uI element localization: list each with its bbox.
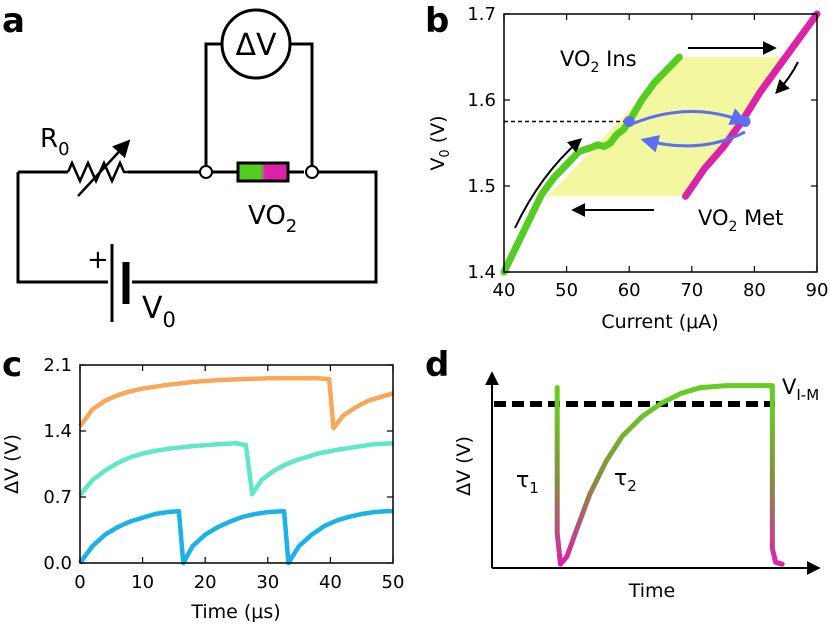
plot-frame-b <box>503 13 818 273</box>
panel-b: b VO2 Ins VO2 Met 40 50 60 70 80 90 1.4 1.5 1.6 1… <box>425 1 828 333</box>
y-tick-label-c: 2.1 <box>43 355 72 376</box>
plot-frame-c <box>79 364 394 564</box>
x-tick-label-c: 0 <box>74 572 85 593</box>
operating-point-ins <box>623 116 635 127</box>
trace-top-line <box>78 375 394 431</box>
x-tick-label-c: 50 <box>382 572 405 593</box>
axis-ticks-c: 0 10 20 30 40 50 0.0 0.7 1.4 2.1 <box>43 355 404 593</box>
x-tick-label-b: 70 <box>680 280 703 301</box>
panel-c-label: c <box>2 345 22 385</box>
battery-plus: + <box>87 245 109 275</box>
x-tick-label-b: 90 <box>806 280 829 301</box>
panel-c: c 0 10 20 30 40 50 0.0 0.7 1.4 2.1 Time (μs) ΔV (… <box>1 345 404 623</box>
y-tick-label-c: 0.0 <box>43 553 72 574</box>
arrow-lower-up <box>514 138 583 229</box>
x-tick-label-b: 60 <box>618 280 641 301</box>
y-tick-label-c: 1.4 <box>43 421 72 442</box>
device-label: VO2 <box>248 201 297 237</box>
x-tick-label-c: 40 <box>319 572 342 593</box>
trace-mid-line <box>78 441 394 497</box>
voltmeter-label: ΔV <box>235 28 277 63</box>
hysteresis-region <box>547 57 786 197</box>
y-axis-label-d: ΔV (V) <box>453 436 475 496</box>
vo2-device <box>236 161 290 183</box>
variable-resistor-arrow <box>77 139 131 197</box>
ins-annotation: VO2 Ins <box>560 47 637 76</box>
x-axis-label-c: Time (μs) <box>190 601 280 623</box>
y-axis-label-b: V0 (V) <box>427 115 453 170</box>
sweep-arrows <box>514 41 799 229</box>
pulse-trace <box>554 383 785 567</box>
panel-d-label: d <box>425 345 449 385</box>
x-tick-label-c: 10 <box>131 572 154 593</box>
trace-bottom-line <box>78 508 393 566</box>
x-tick-label-b: 80 <box>743 280 766 301</box>
y-tick-label-b: 1.5 <box>467 176 496 197</box>
insulating-branch-line <box>500 53 683 276</box>
switch-arrow-upper <box>631 108 749 126</box>
panel-b-label: b <box>425 1 449 41</box>
x-tick-label-b: 50 <box>555 280 578 301</box>
axis-ticks-b: 40 50 60 70 80 90 1.4 1.5 1.6 1.7 <box>467 4 828 301</box>
arrow-upper-down <box>775 61 799 95</box>
y-tick-label-b: 1.6 <box>467 90 496 111</box>
panel-d: d VI-M τ1 τ2 Time ΔV (V) <box>425 345 821 602</box>
source-label: V0 <box>142 291 176 332</box>
x-tick-label-c: 20 <box>194 572 217 593</box>
panel-a: a R0 ΔV VO2 + V0 <box>2 1 378 332</box>
y-axis-label-c: ΔV (V) <box>1 434 23 494</box>
panel-a-label: a <box>2 1 25 41</box>
met-annotation: VO2 Met <box>698 206 783 235</box>
x-axis-label-b: Current (μA) <box>601 311 718 333</box>
x-tick-label-b: 40 <box>493 280 516 301</box>
terminal-left <box>199 165 213 179</box>
tau2-label: τ2 <box>614 466 637 495</box>
x-axis-label-d: Time <box>628 580 676 602</box>
metallic-branch-line <box>682 10 821 200</box>
voltmeter <box>220 8 292 80</box>
tau1-label: τ1 <box>516 468 539 497</box>
y-tick-label-b: 1.4 <box>467 262 496 283</box>
resistor-label: R0 <box>40 124 70 160</box>
y-tick-label-c: 0.7 <box>43 487 72 508</box>
switch-arrow-lower <box>640 130 746 153</box>
x-tick-label-c: 30 <box>256 572 279 593</box>
resistor-zigzag <box>66 159 128 185</box>
terminal-right <box>305 165 319 179</box>
threshold-label: VI-M <box>782 375 819 404</box>
operating-point-met <box>739 116 751 127</box>
y-tick-label-b: 1.7 <box>467 4 496 25</box>
circuit-wires <box>16 42 378 284</box>
